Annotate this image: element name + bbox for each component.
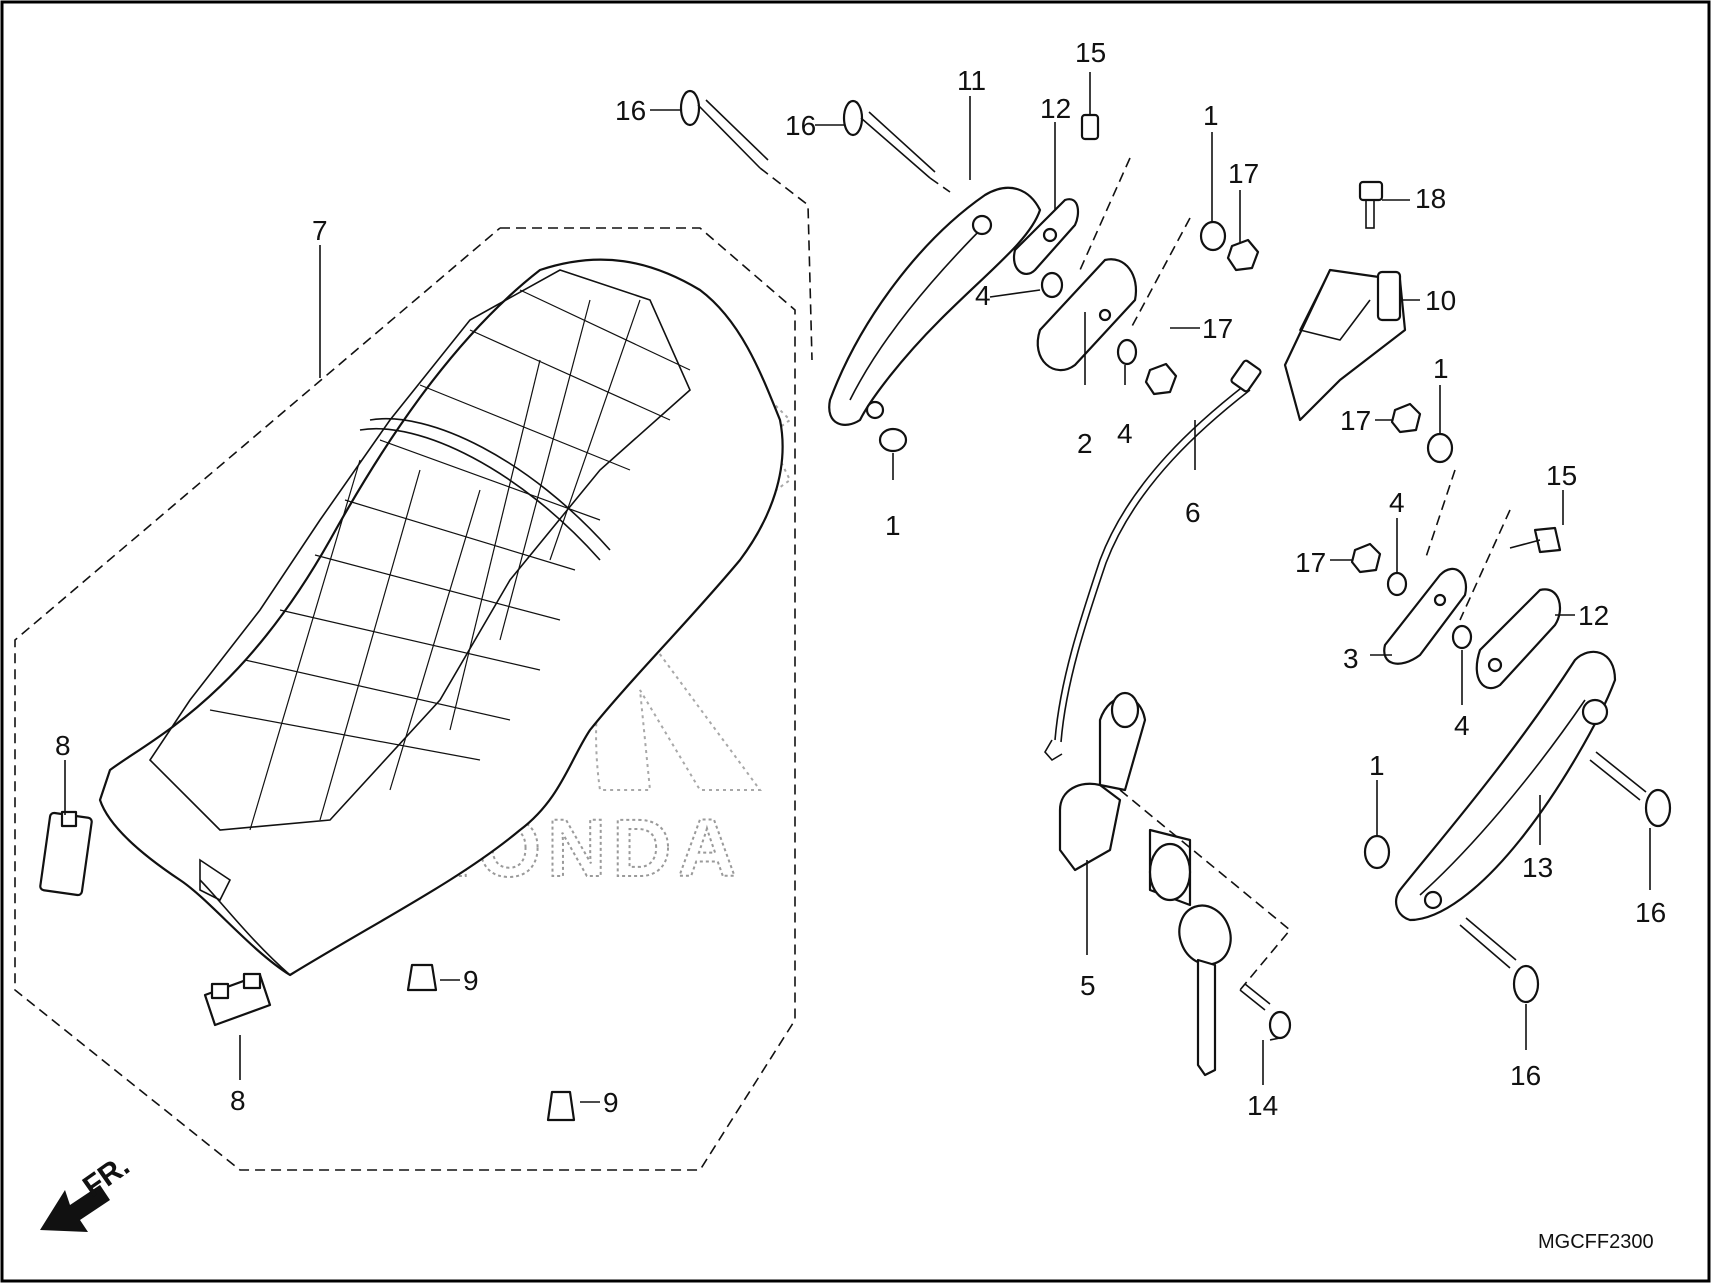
- bolt-part-18: [1358, 180, 1384, 229]
- callout-1-lower: 1: [1369, 750, 1385, 781]
- lock-part-5: [1058, 691, 1192, 907]
- callout-17-middle: 17: [1202, 313, 1233, 344]
- callout-13: 13: [1522, 852, 1553, 883]
- callout-12-upper: 12: [1040, 93, 1071, 124]
- seat-quilt-pattern: [209, 289, 691, 831]
- nut-part-17-d: [1350, 542, 1382, 574]
- front-direction-indicator: FR.: [40, 1149, 136, 1232]
- collar-part-4-d: [1451, 624, 1473, 650]
- callout-8-bottom: 8: [230, 1085, 246, 1116]
- bolt-part-16-d: [1459, 917, 1540, 1004]
- bracket-part-12-lower: [1475, 588, 1562, 690]
- callout-16-b: 16: [785, 110, 816, 141]
- bolt-part-16-a: [679, 89, 769, 169]
- callout-9-lower: 9: [603, 1087, 619, 1118]
- leader-lines: [64, 72, 1651, 1103]
- seat-group-outline: [14, 227, 796, 1171]
- bracket-part-12-upper: [1012, 198, 1080, 275]
- bolt-part-14: [1239, 983, 1292, 1040]
- callout-18: 18: [1415, 183, 1446, 214]
- front-arrow-icon: [40, 1185, 110, 1232]
- collar-part-1-c: [1426, 432, 1454, 464]
- callout-17-upper: 17: [1228, 158, 1259, 189]
- grab-rail-part-13: [1395, 650, 1617, 922]
- callout-5: 5: [1080, 970, 1096, 1001]
- callout-1-right: 1: [1433, 353, 1449, 384]
- bolt-part-15-a: [1080, 113, 1100, 141]
- lock-5-guide: [1119, 789, 1292, 991]
- callout-4-lower: 4: [1454, 710, 1470, 741]
- bolt-part-16-b: [842, 99, 936, 179]
- seat-assembly: [98, 258, 784, 977]
- latch-part-10: [1283, 268, 1407, 422]
- callout-16-d: 16: [1510, 1060, 1541, 1091]
- callout-1-rail: 1: [885, 510, 901, 541]
- bolt-15-a-guide: [1079, 157, 1131, 271]
- callout-17-lower: 17: [1295, 547, 1326, 578]
- callout-14: 14: [1247, 1090, 1278, 1121]
- cushion-part-9-upper: [406, 963, 438, 992]
- plate-part-3: [1383, 567, 1468, 665]
- clip-part-8-left: [39, 810, 93, 897]
- nut-part-17-c: [1390, 402, 1422, 434]
- callout-9-upper: 9: [463, 965, 479, 996]
- bolt-part-15-b: [1509, 526, 1562, 554]
- callout-4-upper: 4: [975, 280, 991, 311]
- callout-3: 3: [1343, 643, 1359, 674]
- callout-4-middle: 4: [1117, 418, 1133, 449]
- collar-part-4-c: [1386, 571, 1408, 597]
- callout-10: 10: [1425, 285, 1456, 316]
- cushion-part-9-lower: [546, 1090, 576, 1122]
- collar-part-4-a: [1040, 271, 1064, 299]
- nut-17-a-guide: [1129, 217, 1191, 331]
- key-part: [1178, 904, 1232, 1077]
- bolt-part-16-c: [1589, 751, 1672, 828]
- clip-part-8-bottom: [203, 972, 272, 1027]
- callout-16-a: 16: [615, 95, 646, 126]
- collar-part-4-b: [1116, 338, 1138, 366]
- callout-1-upper: 1: [1203, 100, 1219, 131]
- callout-8-left: 8: [55, 730, 71, 761]
- nut-part-17-b: [1144, 362, 1178, 396]
- plate-part-2: [1036, 258, 1138, 372]
- callout-2: 2: [1077, 428, 1093, 459]
- nut-part-17-a: [1226, 238, 1260, 272]
- collar-part-1-a: [878, 427, 908, 453]
- callout-6: 6: [1185, 497, 1201, 528]
- grab-rail-part-11: [828, 186, 1042, 426]
- callout-12-lower: 12: [1578, 600, 1609, 631]
- callout-4-right: 4: [1389, 487, 1405, 518]
- callout-11: 11: [957, 65, 986, 96]
- callout-15-right: 15: [1546, 460, 1577, 491]
- bolt-16-b-guide: [929, 177, 951, 193]
- collar-part-1-b: [1199, 220, 1227, 252]
- callout-7: 7: [312, 215, 328, 246]
- drawing-code: MGCFF2300: [1538, 1231, 1654, 1253]
- callout-15-upper: 15: [1075, 37, 1106, 68]
- callouts: 7 8 8 9 9 16 16 11 12 15 1 17 4 2 4 17 1…: [55, 37, 1666, 1121]
- cable-part-6: [1044, 359, 1262, 762]
- bolt-15-b-guide: [1459, 509, 1511, 621]
- collar-part-1-d: [1363, 834, 1391, 870]
- callout-16-c: 16: [1635, 897, 1666, 928]
- bolt-16-a-guide: [759, 167, 813, 361]
- callout-17-right: 17: [1340, 405, 1371, 436]
- collar-1-c-guide: [1424, 469, 1456, 561]
